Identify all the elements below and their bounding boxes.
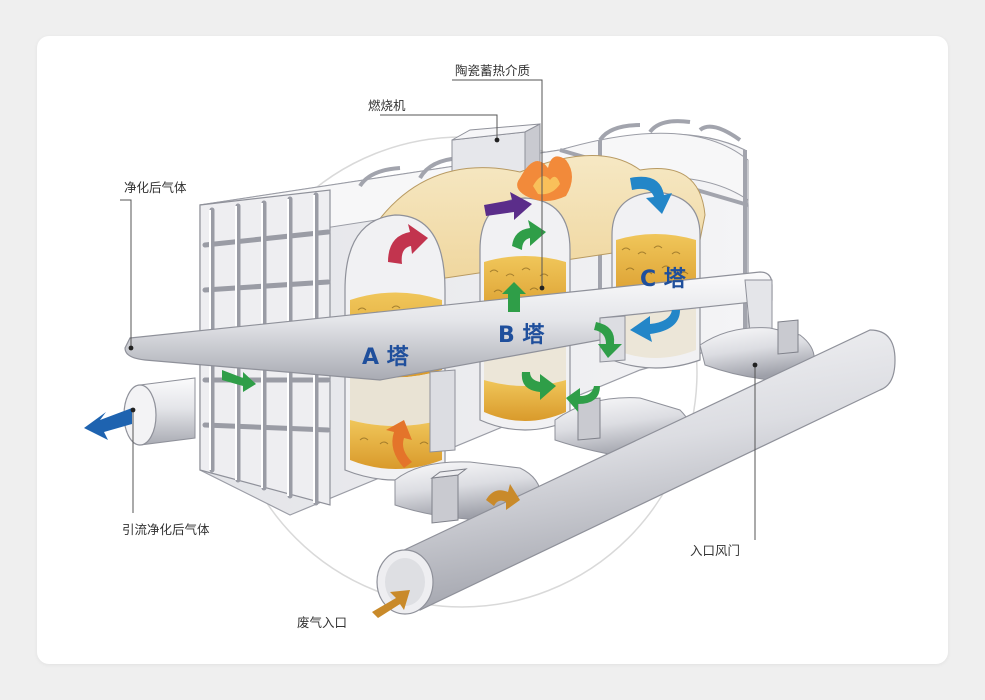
purified-gas-callout: 净化后气体: [124, 180, 187, 195]
waste-gas-inlet-arrow-icon: [372, 590, 410, 618]
inlet-damper-callout: 入口风门: [690, 543, 740, 558]
tower-c-label: C 塔: [640, 267, 687, 292]
purified-gas-pipe: [124, 271, 773, 453]
drawn-purified-gas-callout: 引流净化后气体: [122, 522, 210, 537]
tower-a-label: A 塔: [362, 345, 410, 370]
damper-flow-arrow-icon: [486, 484, 520, 510]
waste-gas-inlet-callout: 废气入口: [297, 615, 347, 630]
pipe-flow-arrow-icon: [222, 370, 256, 392]
tower-b-label: B 塔: [498, 323, 545, 348]
inlet-manifold: [376, 319, 896, 615]
flow-arrows: [84, 176, 680, 618]
tower-b-curve-arrow-icon: [512, 220, 546, 250]
tower-b-bottom-arrow-icon: [521, 372, 556, 400]
tower-b-right-arrow-icon: [594, 322, 622, 358]
tower-b-up-arrow-icon: [502, 282, 526, 312]
ceramic-media-callout: 陶瓷蓄热介质: [455, 63, 530, 78]
callout-leaders: [120, 79, 758, 540]
crossover-arrow-icon: [484, 192, 532, 220]
exhaust-cylinder: [123, 377, 196, 446]
branch-return-arrow-icon: [566, 386, 600, 412]
tower-a-inlet-arrow-icon: [386, 420, 412, 468]
tower-c-down-arrow-icon: [630, 176, 672, 214]
flame-icon: [517, 156, 572, 201]
exhaust-arrow-icon: [84, 408, 132, 440]
tower-c-lower-arrow-icon: [630, 310, 680, 342]
burner-callout: 燃烧机: [368, 98, 406, 113]
tower-a-up-arrow-icon: [388, 224, 428, 264]
